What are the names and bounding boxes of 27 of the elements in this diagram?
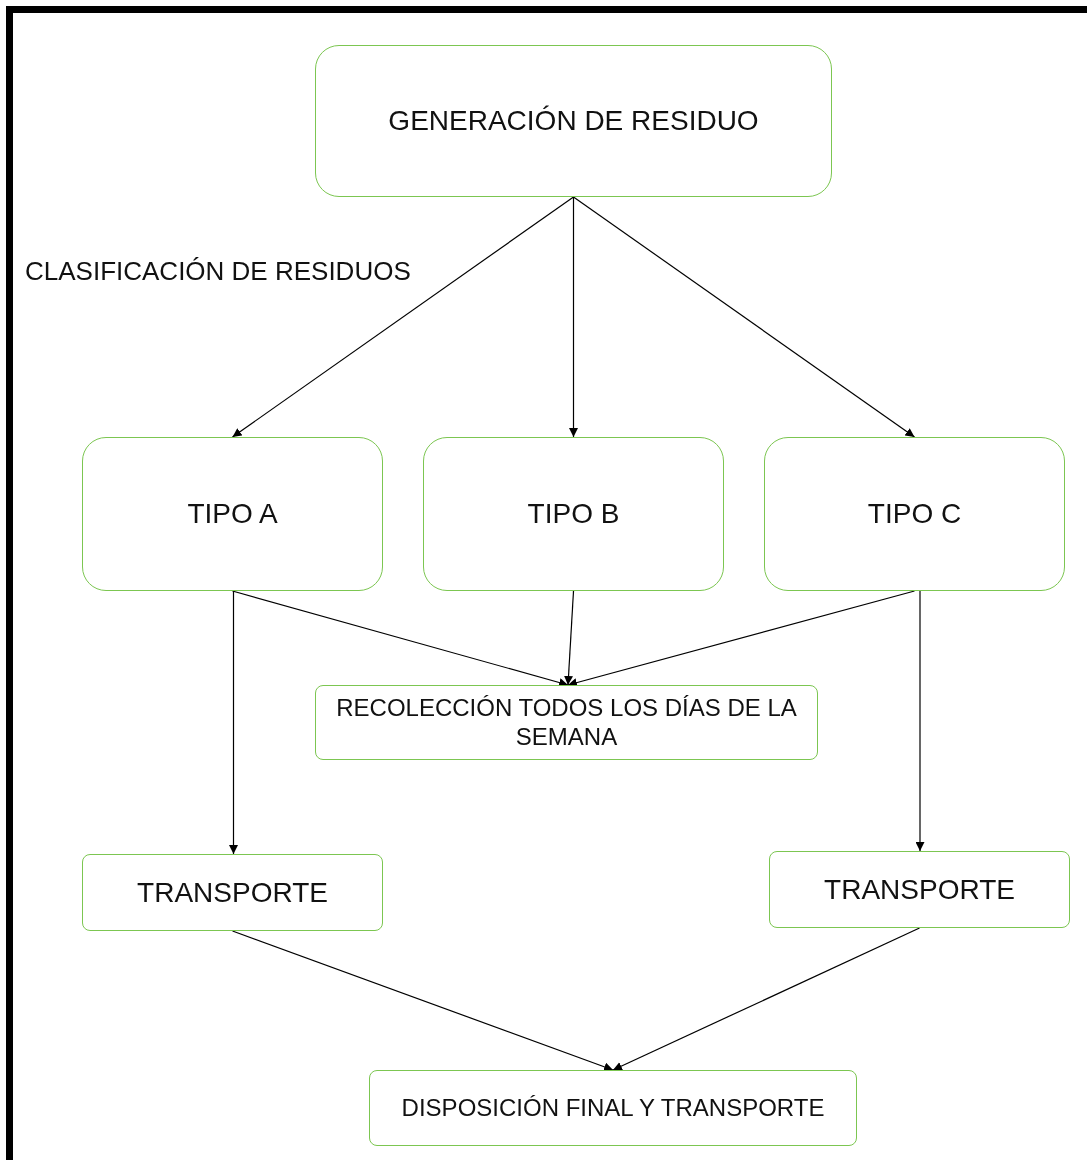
process-box xyxy=(369,1070,857,1146)
process-box xyxy=(315,45,832,197)
arrow xyxy=(569,196,578,438)
node-text: TRANSPORTE xyxy=(136,875,329,910)
node-text: RECOLECCIÓN TODOS LOS DÍAS DE LA SEMANA xyxy=(335,693,798,752)
node-text: TIPO B xyxy=(526,497,621,531)
arrow xyxy=(231,590,569,687)
process-box xyxy=(82,437,383,591)
process-box xyxy=(315,685,818,760)
arrow xyxy=(229,590,238,855)
node-text: GENERACIÓN DE RESIDUO xyxy=(387,104,760,138)
node-text: TIPO C xyxy=(866,497,963,531)
annotation-text: CLASIFICACIÓN DE RESIDUOS xyxy=(25,256,411,287)
process-box xyxy=(764,437,1065,591)
node-text: TIPO A xyxy=(186,497,279,531)
arrow xyxy=(612,927,921,1071)
arrow xyxy=(231,930,614,1072)
process-box xyxy=(423,437,724,591)
node-text: TRANSPORTE xyxy=(823,872,1016,907)
arrow xyxy=(572,196,916,438)
node-text: DISPOSICIÓN FINAL Y TRANSPORTE xyxy=(400,1093,826,1123)
process-box xyxy=(82,854,383,931)
arrow xyxy=(915,590,925,852)
arrow xyxy=(564,590,575,686)
arrow xyxy=(567,590,916,687)
process-box xyxy=(769,851,1070,928)
arrow xyxy=(231,196,575,438)
